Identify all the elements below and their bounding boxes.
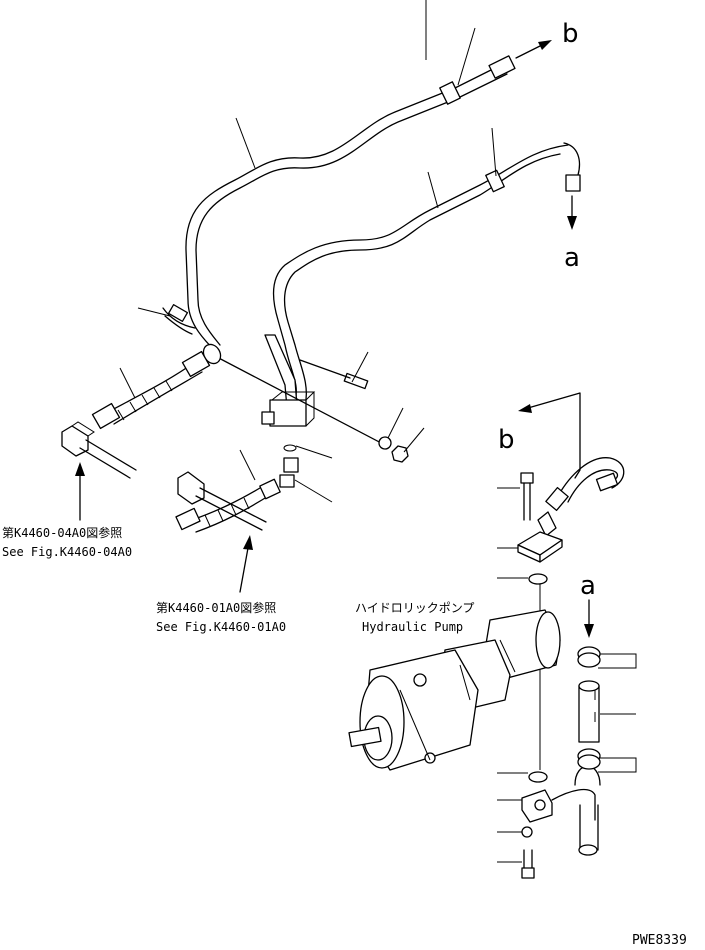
nut [391,445,409,463]
tube-a-lower [574,765,601,856]
elbow-left-ref [61,421,137,479]
arrow-ref1 [75,462,85,521]
bolt-lower [521,849,535,879]
label-b-top: b [562,19,579,49]
hose-right-curved [537,457,625,537]
leader-lines [119,0,637,863]
arrow-b-top [515,40,552,59]
ref2-jp: 第K4460-01A0図参照 [156,600,276,615]
ref2-en: See Fig.K4460-01A0 [156,620,286,634]
bolt-right [299,359,369,390]
hose-middle [175,471,281,533]
flange-upper [517,531,563,563]
bracket-block [261,334,316,427]
arrow-ref2 [239,535,253,593]
arrow-b-mid [518,392,581,479]
bolt-right-upper [520,472,534,521]
ref1-jp: 第K4460-04A0図参照 [2,525,122,540]
hose-a-section [578,680,600,743]
o-ring-upper [528,573,548,585]
tube-upper-a [272,142,581,406]
drawing-code: PWE8339 [632,933,687,948]
o-ring-lower [528,771,548,783]
clamp-top [577,646,601,668]
hose-left [91,350,211,430]
ref1-en: See Fig.K4460-04A0 [2,545,132,559]
label-a-top: a [564,243,580,273]
arrow-a-mid [584,599,594,638]
arrow-a-top [567,195,577,230]
washer-lower [521,826,533,838]
clamp-bottom [577,748,601,770]
label-b-mid: b [498,425,515,455]
pump-label-en: Hydraulic Pump [362,620,463,634]
elbow-fitting-upper [162,304,222,365]
flange-lower [521,788,596,823]
hydraulic-pump [348,609,561,771]
pump-label-jp: ハイドロリックポンプ [355,601,474,615]
fitting-center [279,444,299,488]
washer [378,436,392,450]
tube-upper-b [185,55,516,351]
leader-line-washer [212,354,386,446]
label-a-mid: a [580,571,596,601]
